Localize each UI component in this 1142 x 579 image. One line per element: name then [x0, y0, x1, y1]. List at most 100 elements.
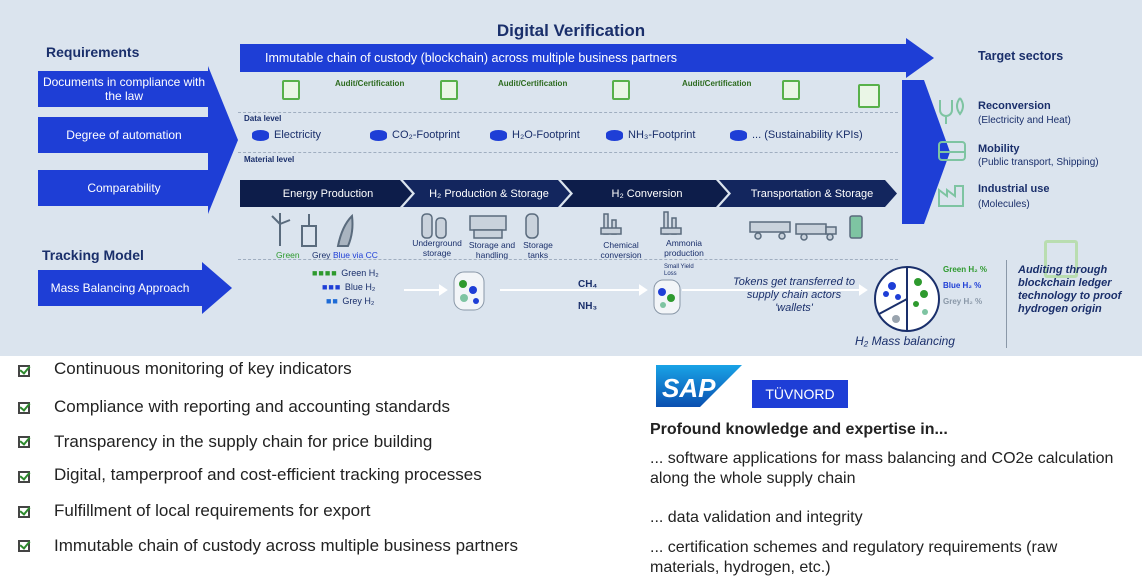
knowledge-heading: Profound knowledge and expertise in... — [650, 421, 948, 438]
tracking-heading: Tracking Model — [42, 247, 144, 263]
benefit-item: Continuous monitoring of key indicators — [54, 359, 352, 378]
audit-label-1: Audit/Certification — [335, 79, 405, 88]
database-icon — [606, 129, 623, 141]
database-icon — [252, 129, 269, 141]
certificate-icon — [782, 80, 800, 100]
checkbox-icon — [18, 506, 30, 518]
energy-blue-label: Blue via CC — [333, 250, 378, 260]
checkbox-icon — [18, 540, 30, 552]
tokens-text: Tokens get transferred to supply chain a… — [733, 276, 855, 314]
facility-storage-tanks: Storage tanks — [523, 240, 553, 260]
sector-reconversion-desc: (Electricity and Heat) — [978, 115, 1071, 126]
energy-production-icons — [271, 213, 354, 247]
divider — [238, 112, 898, 113]
conversion-tank-icon — [653, 279, 681, 315]
input-label: Blue H₂ — [344, 282, 376, 292]
audit-label-2: Audit/Certification — [498, 79, 568, 88]
certificate-check-icon — [858, 84, 880, 108]
auditing-text: Auditing through blockchain ledger techn… — [1018, 264, 1122, 315]
knowledge-item: ... data validation and integrity — [650, 509, 863, 526]
tracking-arrow — [202, 262, 232, 314]
blockchain-banner: Immutable chain of custody (blockchain) … — [240, 44, 908, 72]
target-arrow — [902, 80, 950, 224]
kpi-label: Electricity — [274, 129, 322, 141]
requirements-arrow — [208, 66, 238, 214]
data-level-label: Data level — [244, 114, 282, 123]
mass-balance-pie-icon — [874, 266, 940, 332]
facility-ammonia-production: Ammonia production — [664, 238, 704, 258]
stage-h2-conversion: H₂ Conversion — [611, 187, 683, 200]
kpi-label: ... (Sustainability KPIs) — [752, 129, 863, 141]
input-label: Green H₂ — [341, 268, 379, 278]
diagram-title: Digital Verification — [496, 21, 646, 40]
checkbox-icon — [18, 402, 30, 414]
tuv-nord-logo: TÜVNORD — [752, 380, 848, 408]
benefit-item: Compliance with reporting and accounting… — [54, 397, 450, 416]
target-heading: Target sectors — [978, 49, 1064, 63]
mixing-tank-icon — [453, 271, 485, 311]
storage-icons — [421, 213, 539, 239]
stage-transportation-storage: Transportation & Storage — [750, 187, 874, 200]
checkbox-icon — [18, 436, 30, 448]
sector-mobility-desc: (Public transport, Shipping) — [978, 157, 1099, 168]
input-label: Grey H₂ — [342, 296, 375, 306]
divider — [238, 259, 898, 260]
product-ch4: CH₄ — [578, 279, 598, 290]
sector-industrial-desc: (Molecules) — [978, 199, 1030, 210]
certificate-icon — [612, 80, 630, 100]
audit-label-3: Audit/Certification — [682, 79, 752, 88]
kpi-label: H₂O-Footprint — [512, 129, 580, 141]
energy-green-label: Green — [276, 250, 300, 260]
knowledge-item: ... software applications for mass balan… — [650, 450, 1114, 487]
sector-industrial: Industrial use — [978, 183, 1050, 195]
input-grey-h2: ■■ Grey H₂ — [326, 296, 375, 306]
facility-underground-storage: Underground storage — [412, 238, 462, 258]
requirements-heading: Requirements — [46, 44, 140, 60]
facility-chemical-conversion: Chemical conversion — [600, 240, 642, 260]
stage-h2-production-storage: H₂ Production & Storage — [429, 187, 549, 200]
input-blue-h2: ■■■ Blue H₂ — [322, 282, 376, 292]
knowledge-item: ... certification schemes and regulatory… — [650, 539, 1058, 576]
requirement-automation: Degree of automation — [38, 117, 210, 153]
kpi-label: NH₃-Footprint — [628, 129, 696, 141]
certificate-icon — [282, 80, 300, 100]
stage-chevrons — [240, 180, 897, 207]
conversion-icons — [600, 211, 682, 235]
input-green-h2: ■■■■ Green H₂ — [312, 268, 379, 278]
benefit-item: Fulfillment of local requirements for ex… — [54, 501, 371, 520]
requirement-documents: Documents in compliance with the law — [38, 71, 210, 107]
pct-blue: Blue H₂ % — [943, 281, 982, 290]
kpi-electricity: Electricity — [252, 129, 321, 141]
transport-icons — [749, 215, 863, 241]
facility-storage-handling: Storage and handling — [468, 240, 516, 260]
certificate-watermark-icon — [1044, 240, 1078, 278]
sector-mobility: Mobility — [978, 143, 1020, 155]
benefit-item: Digital, tamperproof and cost-efficient … — [54, 465, 482, 484]
checkbox-icon — [18, 471, 30, 483]
kpi-nh3: NH₃-Footprint — [606, 129, 695, 141]
pct-green: Green H₂ % — [943, 265, 988, 274]
database-icon — [370, 129, 387, 141]
banner-arrow-head — [906, 38, 934, 78]
checkbox-icon — [18, 365, 30, 377]
divider — [238, 152, 898, 153]
kpi-co2: CO₂-Footprint — [370, 129, 460, 141]
tuv-logo-text: TÜVNORD — [765, 386, 835, 402]
mass-flow-arrows — [404, 284, 868, 296]
pct-grey: Grey H₂ % — [943, 297, 983, 306]
kpi-label: CO₂-Footprint — [392, 129, 460, 141]
benefit-item: Transparency in the supply chain for pri… — [54, 432, 433, 451]
product-nh3: NH₃ — [578, 301, 598, 312]
sap-logo: SAP — [656, 365, 742, 407]
energy-grey-label: Grey — [312, 250, 331, 260]
database-icon — [490, 129, 507, 141]
kpi-sustainability: ... (Sustainability KPIs) — [730, 129, 863, 141]
sap-logo-text: SAP — [662, 373, 716, 403]
certificate-icon — [440, 80, 458, 100]
sector-icons — [938, 97, 966, 207]
requirement-comparability: Comparability — [38, 170, 210, 206]
mass-balancing-approach: Mass Balancing Approach — [38, 270, 202, 306]
kpi-h2o: H₂O-Footprint — [490, 129, 580, 141]
database-icon — [730, 129, 747, 141]
bracket-line — [1006, 260, 1007, 348]
